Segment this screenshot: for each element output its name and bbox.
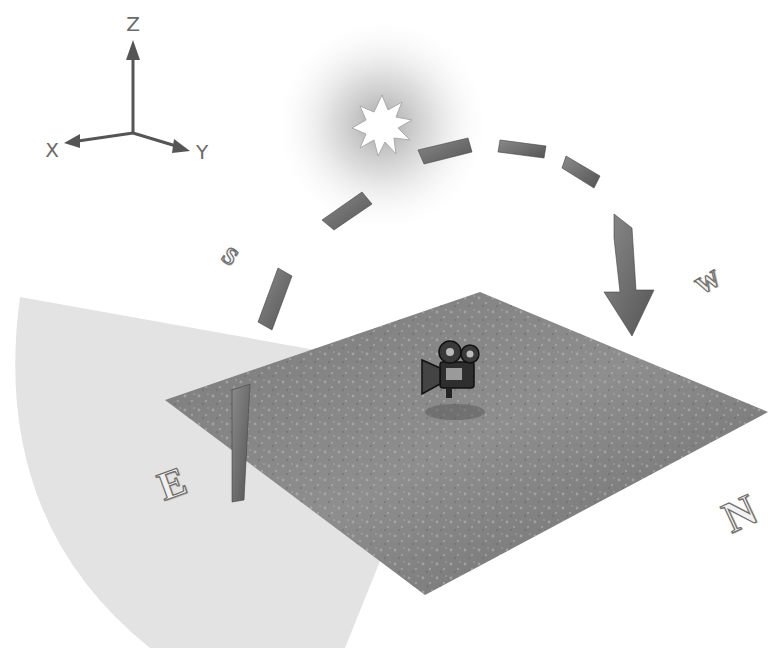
arc-arrow [604,214,654,336]
axis-label: Y [196,142,208,162]
arc-segment [232,384,250,502]
arc-segment [498,140,546,158]
compass-label: N [716,487,763,540]
arc-segment [322,192,372,230]
arc-segment [562,156,600,188]
sun-core [372,115,392,135]
compass-label: S [218,242,243,269]
camera-shadow [425,404,485,420]
arc-segment [418,138,472,164]
axis-label: X [45,140,59,160]
ground-texture [165,292,768,595]
sun-glow [272,15,492,235]
sun [352,95,412,156]
axis-label: Z [126,14,140,34]
compass-label: W [692,266,725,299]
camera-icon [422,341,479,398]
sun-path-arc [232,138,654,502]
arc-segment [258,268,292,330]
axes [64,40,190,153]
ground-plane [165,292,768,595]
